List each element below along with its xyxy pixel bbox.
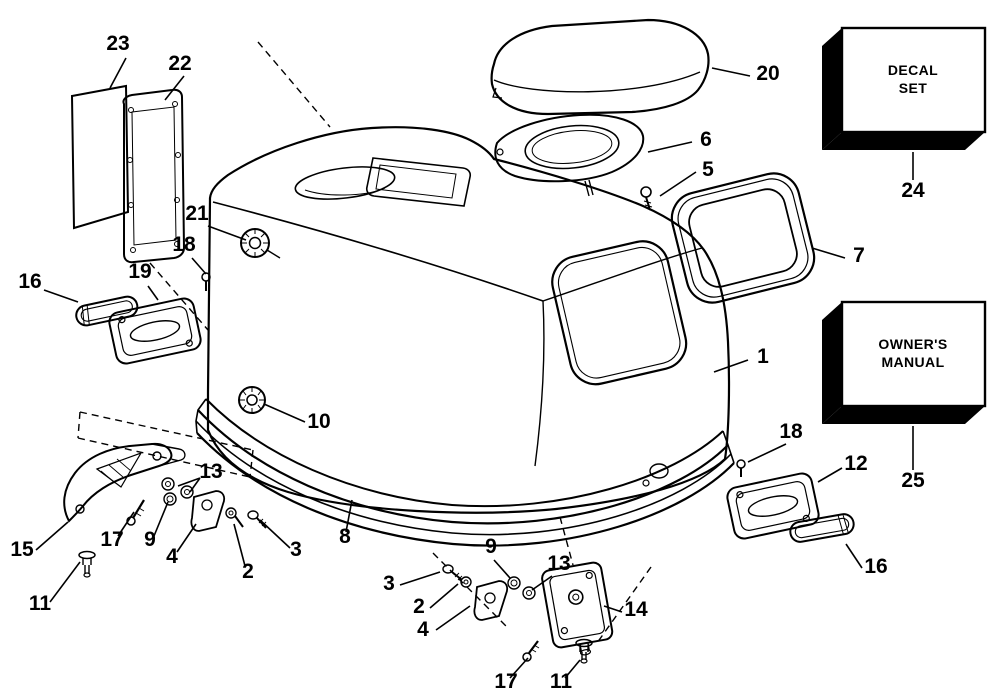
- callout-19: 19: [128, 260, 151, 283]
- part-6-intake-flange: [494, 113, 645, 197]
- decal-set-box: DECAL SET: [822, 26, 987, 150]
- callout-8: 8: [339, 525, 351, 548]
- part-23-gasket-sheet: [70, 84, 130, 230]
- callout-18-right: 18: [779, 420, 803, 443]
- callout-4-bottom: 4: [417, 618, 429, 641]
- callout-12: 12: [844, 452, 867, 475]
- part-17-screw-bottom: [522, 640, 540, 662]
- part-9-washer-left: [163, 492, 177, 506]
- callout-25: 25: [901, 469, 925, 492]
- part-3-screw-left: [247, 510, 267, 529]
- callout-10: 10: [307, 410, 330, 433]
- callout-2-bottom: 2: [413, 595, 425, 618]
- part-9-washer-bottom: [507, 576, 521, 590]
- part-4-bracket-plate-bottom: [473, 580, 509, 621]
- part-7-window-frame: [670, 172, 816, 304]
- owners-manual-label-line2: MANUAL: [881, 354, 944, 370]
- callout-11-bottom: 11: [550, 670, 573, 693]
- part-4-bracket-plate-left: [190, 490, 226, 532]
- cover-window-opening: [551, 240, 688, 386]
- part-21-latch-knob: [240, 228, 281, 259]
- callout-23: 23: [106, 32, 129, 55]
- callout-numbers: 23 22 20 6 5 24 21 18 16 19 7 1 10 18 12…: [10, 32, 925, 693]
- callout-13-left: 13: [199, 460, 222, 483]
- part-17-screw-left: [126, 499, 145, 526]
- callout-18-left: 18: [172, 233, 196, 256]
- part-22-baffle-plate: [122, 88, 186, 264]
- callout-16-right: 16: [864, 555, 887, 578]
- part-2-washer-bottom: [460, 576, 472, 588]
- part-14-mount-bracket: [541, 561, 614, 656]
- callout-5: 5: [702, 158, 714, 181]
- owners-manual-label-line1: OWNER'S: [878, 336, 947, 352]
- callout-3-left: 3: [290, 538, 302, 561]
- callout-15: 15: [10, 538, 34, 561]
- part-8-lower-seal: [195, 398, 735, 547]
- callout-24: 24: [901, 179, 925, 202]
- part-20-top-cover: [490, 18, 710, 116]
- callout-20: 20: [756, 62, 779, 85]
- part-11-push-clip-bottom: [575, 638, 593, 664]
- decal-set-label-line2: SET: [899, 80, 927, 96]
- callout-13-bottom: 13: [547, 552, 570, 575]
- part-13-washer-bottom: [522, 586, 536, 600]
- callout-9-bottom: 9: [485, 535, 497, 558]
- leader-lines: [35, 57, 914, 679]
- part-19-handle-bezel-left: [108, 297, 202, 365]
- callout-17-bottom: 17: [494, 670, 517, 693]
- callout-4-left: 4: [166, 545, 178, 568]
- callout-9-left: 9: [144, 528, 156, 551]
- callout-2-left: 2: [242, 560, 254, 583]
- decal-set-label-line1: DECAL: [888, 62, 938, 78]
- part-18-screw-right: [736, 459, 746, 477]
- assembly-dashed-lines: [77, 41, 652, 644]
- part-1-engine-cover: [206, 126, 731, 514]
- callout-14: 14: [624, 598, 648, 621]
- callout-6: 6: [700, 128, 712, 151]
- part-10-latch-knob: [238, 386, 266, 414]
- callout-1: 1: [757, 345, 769, 368]
- callout-21: 21: [185, 202, 209, 225]
- part-5-screw: [640, 186, 653, 211]
- part-16-handle-right: [789, 513, 855, 543]
- callout-16-left: 16: [18, 270, 41, 293]
- part-3-screw-bottom: [442, 564, 463, 581]
- part-16-handle-left: [75, 295, 139, 327]
- callout-17-left: 17: [100, 528, 123, 551]
- callout-3-bottom: 3: [383, 572, 395, 595]
- part-13-washers-left: [161, 477, 194, 499]
- part-11-push-clip-left: [78, 550, 96, 578]
- part-15-clamp-bracket: [63, 442, 186, 523]
- callout-11-left: 11: [29, 592, 52, 615]
- part-12-handle-bezel-right: [726, 472, 820, 540]
- callout-22: 22: [168, 52, 191, 75]
- callout-7: 7: [853, 244, 865, 267]
- owners-manual-box: OWNER'S MANUAL: [822, 300, 987, 424]
- part-2-screw-left: [225, 507, 244, 528]
